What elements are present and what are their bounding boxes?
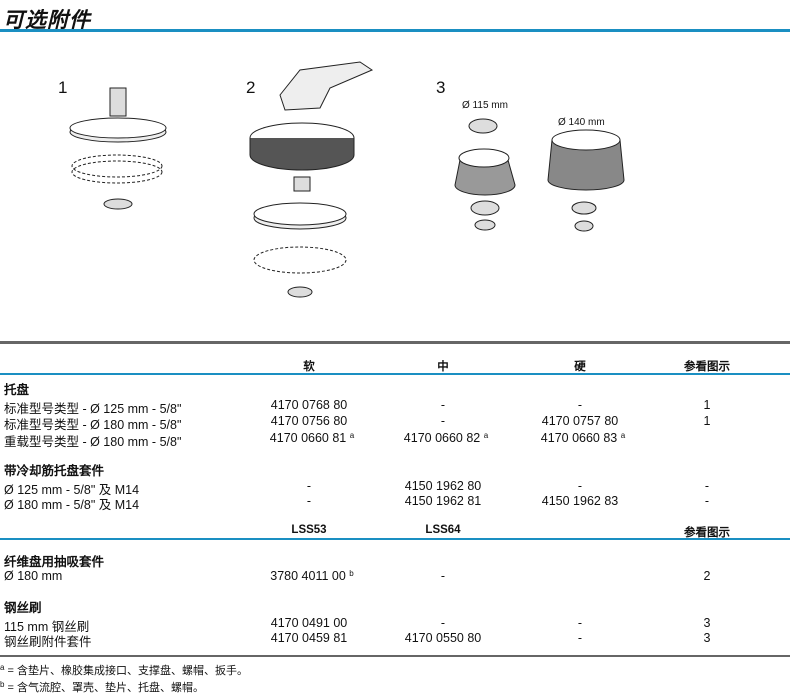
figure-1-label: 1 <box>58 78 68 97</box>
cell-ref: 2 <box>703 569 711 583</box>
backing-pad-illustration <box>69 87 167 210</box>
wire-brush-illustration <box>454 118 625 232</box>
header-hard: 硬 <box>574 361 586 373</box>
cell-medium: 4170 0660 82 a <box>403 431 489 445</box>
row-label: Ø 125 mm - 5/8" 及 M14 <box>4 483 140 497</box>
section-title: 带冷却筋托盘套件 <box>4 464 105 478</box>
footnote-mark: a <box>620 431 626 440</box>
section-title: 纤维盘用抽吸套件 <box>4 555 105 569</box>
cell-lss64: 4170 0550 80 <box>404 631 482 645</box>
cell-lss64: - <box>440 616 446 630</box>
cell-ref: 1 <box>703 414 711 428</box>
row-label: 重载型号类型 - Ø 180 mm - 5/8" <box>4 435 182 449</box>
cell-medium: - <box>440 398 446 412</box>
cell-soft: 4170 0660 81 a <box>269 431 355 445</box>
section-title: 钢丝刷 <box>4 601 42 615</box>
header-ref: 参看图示 <box>684 527 730 539</box>
cell-ref: 1 <box>703 398 711 412</box>
table-bottom-rule <box>0 655 790 657</box>
cell-ref: - <box>704 479 710 493</box>
header-ref: 参看图示 <box>684 361 730 373</box>
cell-hard: 4170 0757 80 <box>541 414 619 428</box>
cell-medium: - <box>440 414 446 428</box>
accessory-illustrations <box>69 61 625 298</box>
cell-hard: - <box>577 398 583 412</box>
row-label: Ø 180 mm - 5/8" 及 M14 <box>4 498 140 512</box>
figure-2-label: 2 <box>246 78 256 97</box>
cell-ref: 3 <box>703 631 711 645</box>
footnote-mark: b <box>349 569 354 578</box>
cell-soft: - <box>306 494 312 508</box>
page-title: 可选附件 <box>3 9 91 32</box>
cell-extra: - <box>577 631 583 645</box>
dim-115: Ø 115 mm <box>462 100 508 111</box>
header-rule <box>0 538 790 540</box>
footnote-mark: a <box>483 431 489 440</box>
row-label: 标准型号类型 - Ø 125 mm - 5/8" <box>4 402 182 416</box>
figure-3-label: 3 <box>436 78 446 97</box>
row-label: Ø 180 mm <box>4 569 63 583</box>
cell-hard: - <box>577 479 583 493</box>
cell-medium: 4150 1962 80 <box>404 479 482 493</box>
footnote-a: a = 含垫片、橡胶集成接口、支撑盘、螺帽、扳手。 <box>0 663 248 677</box>
row-label: 钢丝刷附件套件 <box>4 635 92 649</box>
cell-ref: 3 <box>703 616 711 630</box>
cell-medium: 4150 1962 81 <box>404 494 482 508</box>
cell-hard: 4150 1962 83 <box>541 494 619 508</box>
cell-lss53: 4170 0459 81 <box>270 631 348 645</box>
cell-soft: 4170 0768 80 <box>270 398 348 412</box>
cell-hard: 4170 0660 83 a <box>540 431 626 445</box>
dust-extraction-illustration <box>249 61 374 298</box>
cell-lss53: 3780 4011 00 b <box>270 569 354 583</box>
row-label: 115 mm 钢丝刷 <box>4 620 90 634</box>
cell-soft: - <box>306 479 312 493</box>
header-soft: 软 <box>303 361 315 373</box>
cell-lss53: 4170 0491 00 <box>270 616 348 630</box>
cell-ref: - <box>704 494 710 508</box>
footnote-mark: a <box>349 431 355 440</box>
header-rule <box>0 373 790 375</box>
cell-soft: 4170 0756 80 <box>270 414 348 428</box>
dim-140: Ø 140 mm <box>558 117 605 128</box>
table-top-rule <box>0 341 790 344</box>
header-lss53: LSS53 <box>291 524 327 536</box>
cell-lss64: - <box>440 569 446 583</box>
section-title: 托盘 <box>4 383 30 397</box>
cell-extra: - <box>577 616 583 630</box>
header-medium: 中 <box>437 361 449 373</box>
header-lss64: LSS64 <box>425 524 461 536</box>
footnote-b: b = 含气流腔、罩壳、垫片、托盘、螺帽。 <box>0 680 204 694</box>
row-label: 标准型号类型 - Ø 180 mm - 5/8" <box>4 418 182 432</box>
title-divider <box>0 29 790 32</box>
